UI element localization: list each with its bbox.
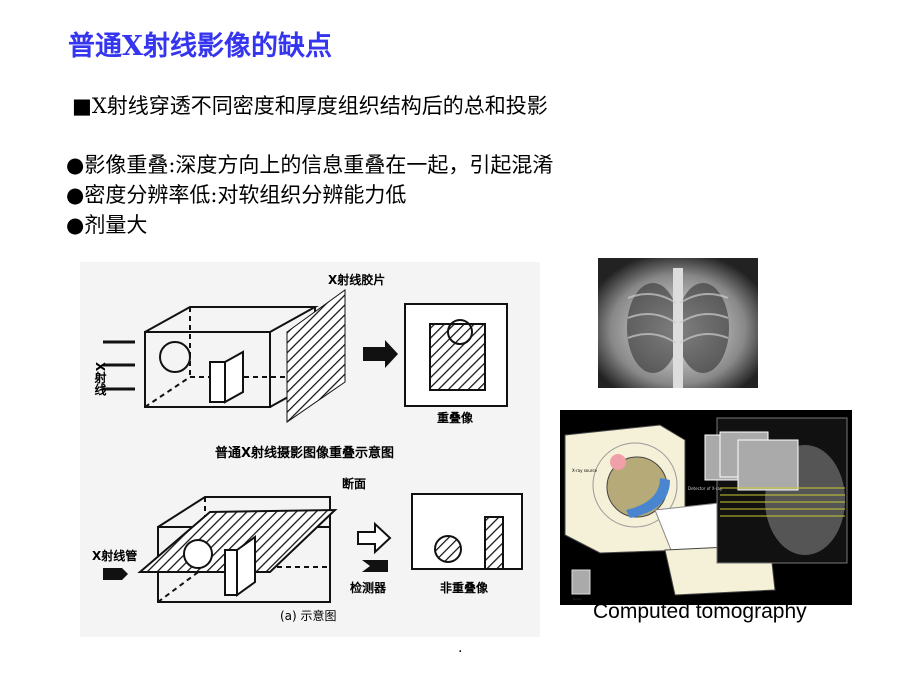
bottom-caption: (a) 示意图 <box>280 608 337 623</box>
footer-dot: . <box>458 640 463 656</box>
notes-icon <box>571 569 591 595</box>
tube-label: X射线管 <box>92 548 137 563</box>
xray-source-label: X-ray source <box>572 468 598 473</box>
xray-label: X射线 <box>93 362 107 396</box>
bullet-list: ●影像重叠:深度方向上的信息重叠在一起，引起混淆 ●密度分辨率低:对软组织分辨能… <box>66 150 553 240</box>
overlap-label: 重叠像 <box>437 410 474 425</box>
section-label: 断面 <box>342 476 366 491</box>
bullet-item: ●剂量大 <box>66 213 148 237</box>
bullet-item: ●影像重叠:深度方向上的信息重叠在一起，引起混淆 <box>66 153 554 177</box>
top-caption: 普通X射线摄影图像重叠示意图 <box>215 445 394 461</box>
subtitle: ■X射线穿透不同密度和厚度组织结构后的总和投影 <box>72 94 548 118</box>
ct-detector-label: Detector of X-ray <box>688 486 723 491</box>
slide-title: 普通X射线影像的缺点 <box>68 31 332 62</box>
nonoverlap-label: 非重叠像 <box>440 580 489 595</box>
film-label: X射线胶片 <box>328 272 385 287</box>
ct-scanner-image: X-ray source Detector of X-ray Notes <box>560 410 852 605</box>
overlap-diagram: X射线胶片 X射线 重叠像 普通X射线摄影图像重叠示意图 断面 X射线管 检测器… <box>80 262 540 637</box>
bullet-item: ●密度分辨率低:对软组织分辨能力低 <box>66 183 407 207</box>
detector-label: 检测器 <box>350 580 387 595</box>
ct-caption: Computed tomography <box>593 600 807 623</box>
notes-label: Notes <box>573 597 582 601</box>
chest-xray-image <box>598 258 758 388</box>
